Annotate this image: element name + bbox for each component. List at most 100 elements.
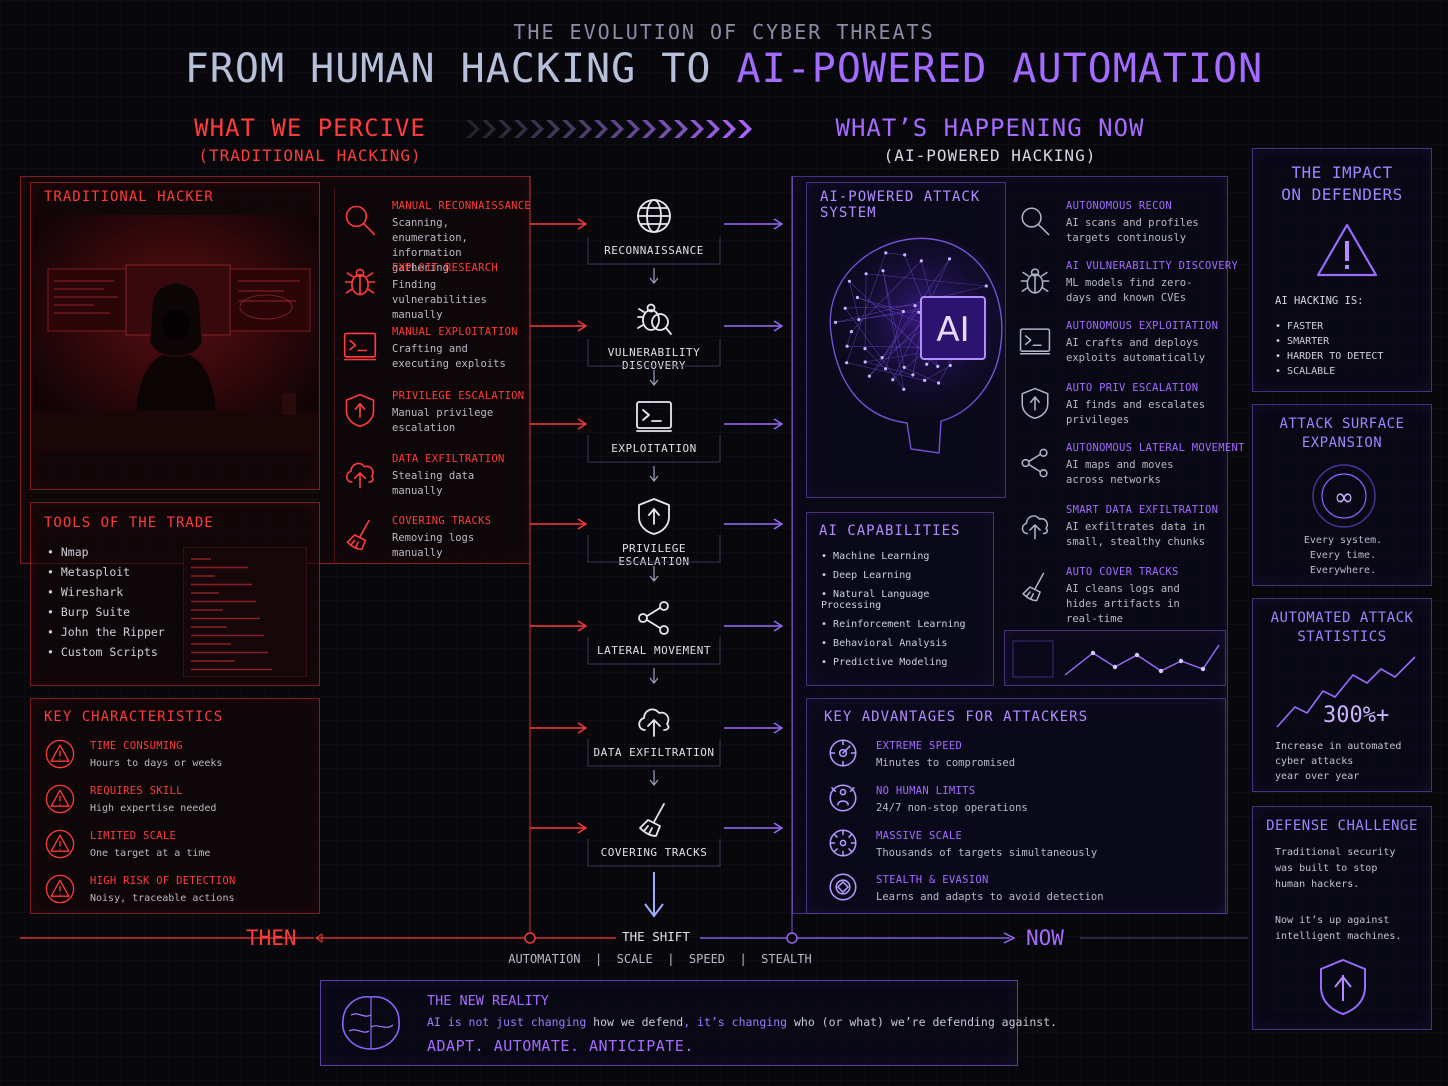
ai-step-desc: AI maps and moves across networks (1066, 459, 1174, 486)
infinity-icon: ∞ (1312, 464, 1376, 528)
brain-icon (342, 996, 400, 1050)
left-heading: WHAT WE PERCIVE (194, 114, 426, 142)
terminal-icon (343, 332, 377, 361)
flow-step-frame (587, 739, 721, 767)
title-accent: AI-POWERED AUTOMATION (736, 46, 1264, 92)
impact-list: FASTER SMARTER HARDER TO DETECT SCALABLE (1275, 321, 1383, 381)
flow-step-label: LATERAL MOVEMENT (597, 644, 711, 657)
flow-step-label: EXPLOITATION (611, 442, 697, 455)
timeline-tags: AUTOMATION | SCALE | SPEED | STEALTH (508, 952, 812, 966)
stats-desc-line: cyber attacks (1275, 756, 1354, 767)
ai-capability-item: Deep Learning (821, 570, 993, 581)
manual-step-desc: Removing logs manually (392, 532, 475, 559)
scale-icon (829, 829, 857, 857)
characteristic-desc: High expertise needed (90, 803, 217, 814)
flow-step-frame (587, 237, 721, 265)
key-advantages-panel: KEY ADVANTAGES FOR ATTACKERS (806, 698, 1226, 914)
impact-item: FASTER (1275, 321, 1383, 332)
tool-item: Burp Suite (47, 605, 165, 619)
advantage-desc: Minutes to compromised (876, 757, 1016, 769)
defense-line: human hackers. (1275, 879, 1360, 890)
warning-icon (45, 874, 75, 904)
characteristic-desc: Hours to days or weeks (90, 758, 223, 769)
ai-capability-item: Natural Language Processing (821, 589, 993, 611)
key-characteristics-panel: KEY CHARACTERISTICS (30, 698, 320, 914)
defense-line: intelligent machines. (1275, 931, 1402, 942)
impact-item: SMARTER (1275, 336, 1383, 347)
new-reality-text: AI is not just changing how we defend, i… (427, 1015, 1057, 1029)
shield-icon (638, 498, 670, 535)
timeline-line (20, 932, 1248, 944)
warning-icon (1316, 223, 1378, 277)
stats-value: 300%+ (1323, 703, 1390, 728)
ai-step-title: AI VULNERABILITY DISCOVERY (1066, 260, 1239, 272)
ai-step-title: AUTONOMOUS RECON (1066, 200, 1172, 212)
ai-step-desc: AI scans and profiles targets continousl… (1066, 217, 1199, 244)
broom-icon (639, 803, 665, 837)
characteristic-desc: One target at a time (90, 848, 211, 859)
impact-title-2: ON DEFENDERS (1281, 185, 1403, 204)
ai-step-desc: AI exfiltrates data in small, stealthy c… (1066, 521, 1206, 548)
ai-capabilities-title: AI CAPABILITIES (819, 523, 961, 539)
advantage-desc: 24/7 non-stop operations (876, 802, 1028, 814)
characteristic-title: LIMITED SCALE (90, 830, 177, 842)
shield-icon (345, 393, 375, 428)
warning-icon (45, 829, 75, 859)
attack-surface-line: Everywhere. (1309, 565, 1377, 576)
stats-desc: Increase in automated cyber attacks year… (1275, 739, 1401, 784)
manual-step-desc: Stealing data manually (392, 470, 475, 497)
ai-capability-item: Machine Learning (821, 551, 993, 562)
bug-icon (344, 268, 376, 296)
traditional-hacker-panel: TRADITIONAL HACKER (30, 182, 320, 490)
flow-step-frame (587, 839, 721, 867)
new-reality-text-a: AI is not just changing (427, 1015, 594, 1029)
statistics-panel: AUTOMATED ATTACK STATISTICS 300%+ Increa… (1252, 598, 1432, 792)
defense-line: Now it’s up against (1275, 915, 1390, 926)
ai-capability-item: Reinforcement Learning (821, 619, 993, 630)
ai-step-desc: AI cleans logs and hides artifacts in re… (1066, 583, 1180, 625)
attack-surface-line: Every system. (1303, 535, 1383, 546)
attack-surface-title-1: ATTACK SURFACE (1279, 416, 1405, 432)
defense-text-b: Now it’s up against intelligent machines… (1275, 913, 1401, 945)
defense-shield-icon (1320, 958, 1366, 1016)
ai-step-title: AUTONOMOUS EXPLOITATION (1066, 320, 1219, 332)
stats-title-1: AUTOMATED ATTACK (1270, 610, 1414, 626)
cloud-upload-icon (345, 462, 374, 489)
manual-step-title: COVERING TRACKS (392, 515, 492, 527)
attack-surface-line: Every time. (1309, 550, 1377, 561)
terminal-icon (636, 401, 672, 432)
left-subheading: (TRADITIONAL HACKING) (198, 146, 422, 165)
ai-system-panel: AI-POWERED ATTACK SYSTEM AI (806, 182, 1006, 498)
new-reality-title: THE NEW REALITY (427, 993, 549, 1009)
growth-trend-chart (1276, 656, 1416, 728)
shield-icon (1021, 387, 1049, 420)
impact-title-1: THE IMPACT (1291, 163, 1393, 182)
defense-line: was built to stop (1275, 863, 1378, 874)
warning-icon (45, 739, 75, 769)
advantage-title: NO HUMAN LIMITS (876, 785, 976, 797)
manual-step-title: MANUAL RECONNAISSANCE (392, 200, 532, 212)
impact-lead: AI HACKING IS: (1275, 295, 1364, 307)
ai-step-title: SMART DATA EXFILTRATION (1066, 504, 1219, 516)
cloud-upload-icon (1021, 515, 1049, 540)
kicker-title: THE EVOLUTION OF CYBER THREATS (513, 20, 935, 44)
ai-step-title: AUTO COVER TRACKS (1066, 566, 1179, 578)
speed-icon (829, 739, 857, 767)
bug-search-icon (637, 303, 672, 335)
title-main: FROM HUMAN HACKING TO (184, 46, 737, 92)
flow-step-label: COVERING TRACKS (600, 846, 708, 859)
timeline-then: THEN (246, 926, 297, 950)
tool-item: Custom Scripts (47, 645, 165, 659)
right-subheading: (AI-POWERED HACKING) (883, 146, 1097, 165)
bug-icon (1020, 268, 1050, 294)
ai-activity-chart-panel (1004, 630, 1226, 686)
human-limit-icon (829, 784, 857, 812)
ai-step-desc: AI finds and escalates privileges (1066, 399, 1206, 426)
flow-step-label: RECONNAISSANCE (604, 244, 704, 257)
tool-item: Nmap (47, 545, 165, 559)
search-icon (345, 205, 376, 236)
traditional-hacker-title: TRADITIONAL HACKER (44, 189, 214, 205)
new-reality-text-d: who (or what) (793, 1015, 884, 1029)
timeline-now: NOW (1026, 926, 1064, 950)
attack-surface-panel: ATTACK SURFACE EXPANSION ∞ Every system.… (1252, 404, 1432, 586)
